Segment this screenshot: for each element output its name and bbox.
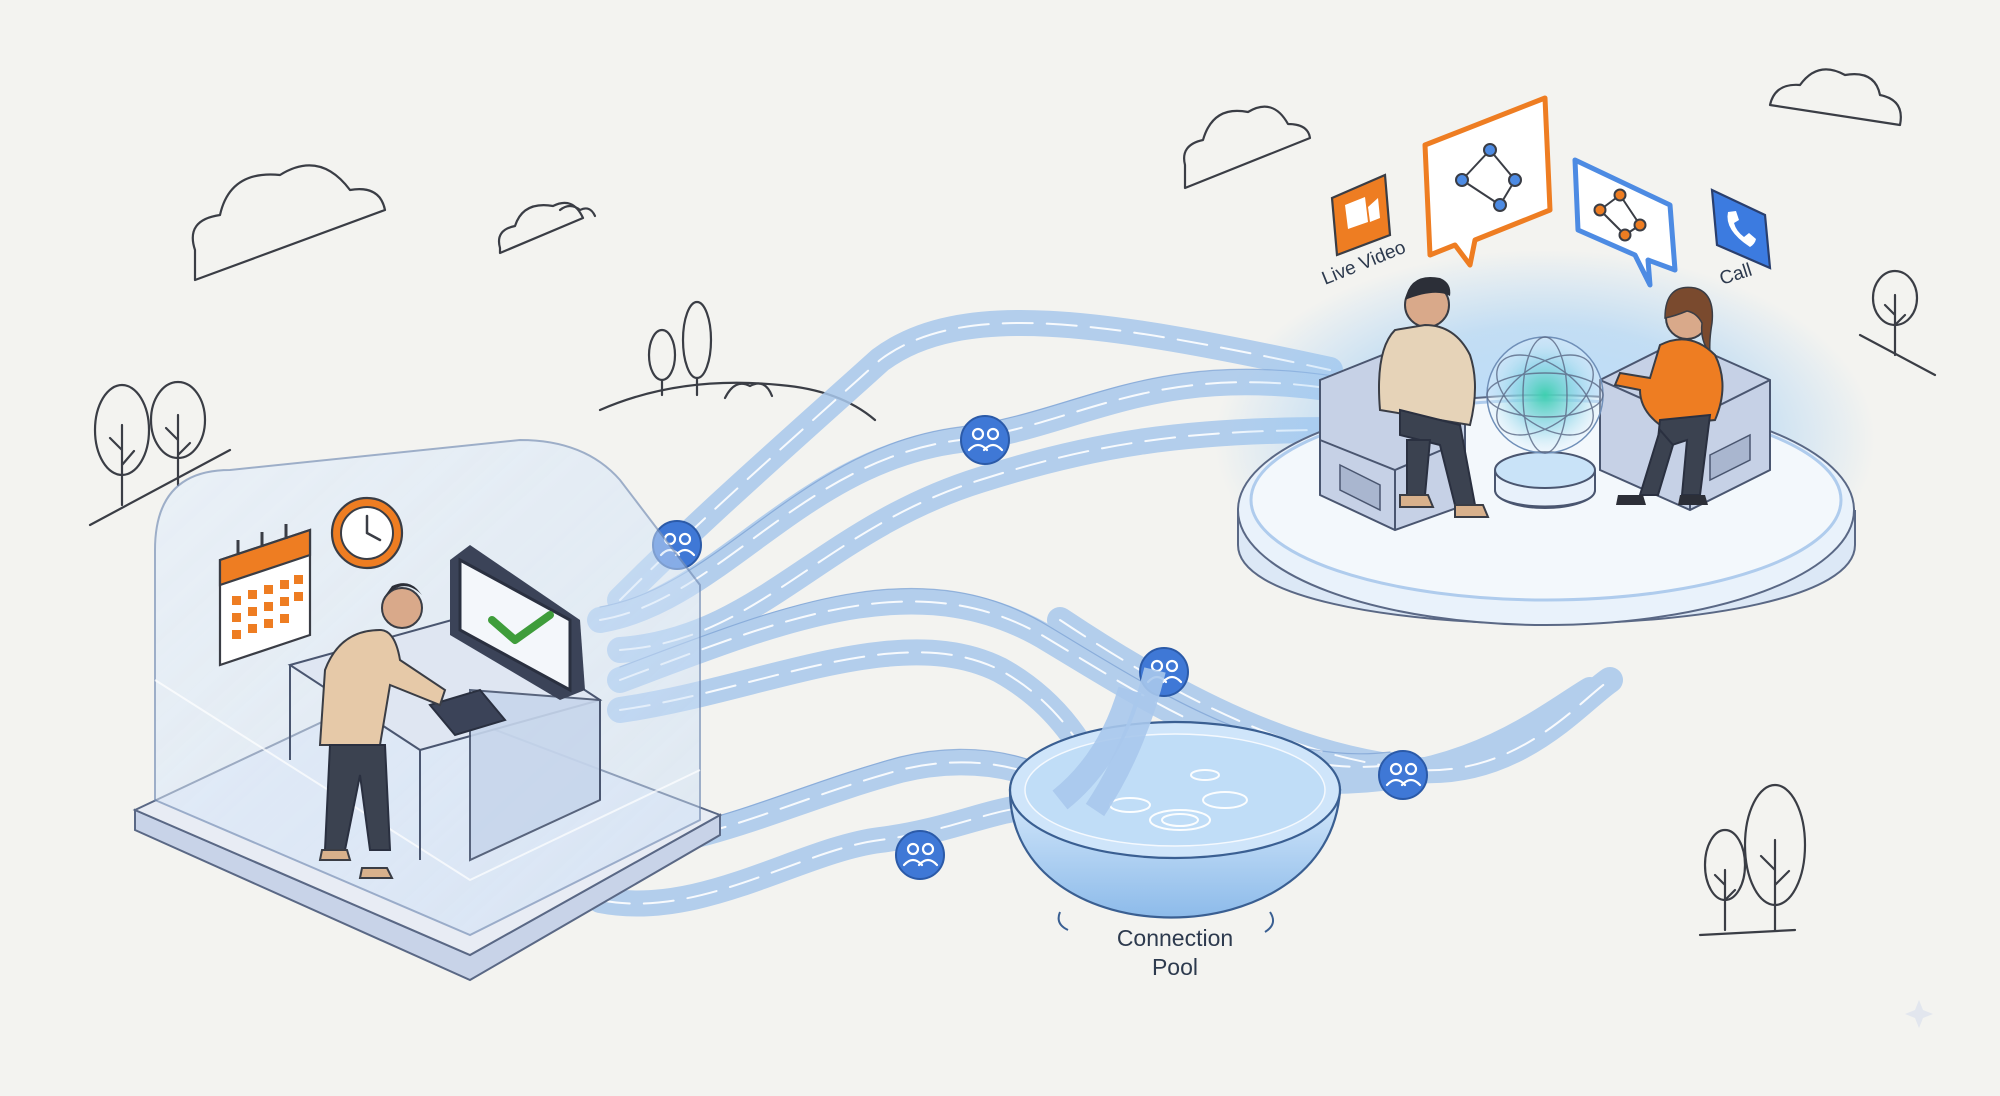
clock-icon [330,496,404,570]
connection-node-4 [1378,750,1428,800]
pool-label-line1: Connection [1117,925,1233,951]
cloud-left [191,164,387,282]
connection-node-5 [895,830,945,880]
cloud-small [497,201,597,255]
calendar-icon [218,524,312,667]
phone-icon [1710,188,1772,270]
monitor-check-icon [450,545,585,700]
video-camera-icon [1330,173,1392,257]
sparkle-icon [1905,1000,1933,1028]
hologram-orb [1486,336,1604,509]
woman-sitting [1613,286,1724,505]
people-connection-icon [1385,762,1422,787]
connection-pool: Connection Pool [1008,667,1342,980]
cloud-right-top [1183,105,1312,190]
people-connection-icon [902,842,939,867]
man-sitting [1378,276,1490,518]
tree-right-top [1858,269,1937,377]
connection-node-2 [960,415,1010,465]
person-at-desk [318,583,447,879]
trees-left [88,380,232,527]
chat-network-icon-2 [1572,157,1678,288]
trees-right-bottom [1698,783,1807,937]
pool-label-line2: Pool [1152,954,1198,980]
cloud-far-right [1768,68,1902,127]
chat-network-icon [1422,95,1553,268]
people-connection-icon [967,427,1004,452]
call-label: Call [1717,260,1755,290]
